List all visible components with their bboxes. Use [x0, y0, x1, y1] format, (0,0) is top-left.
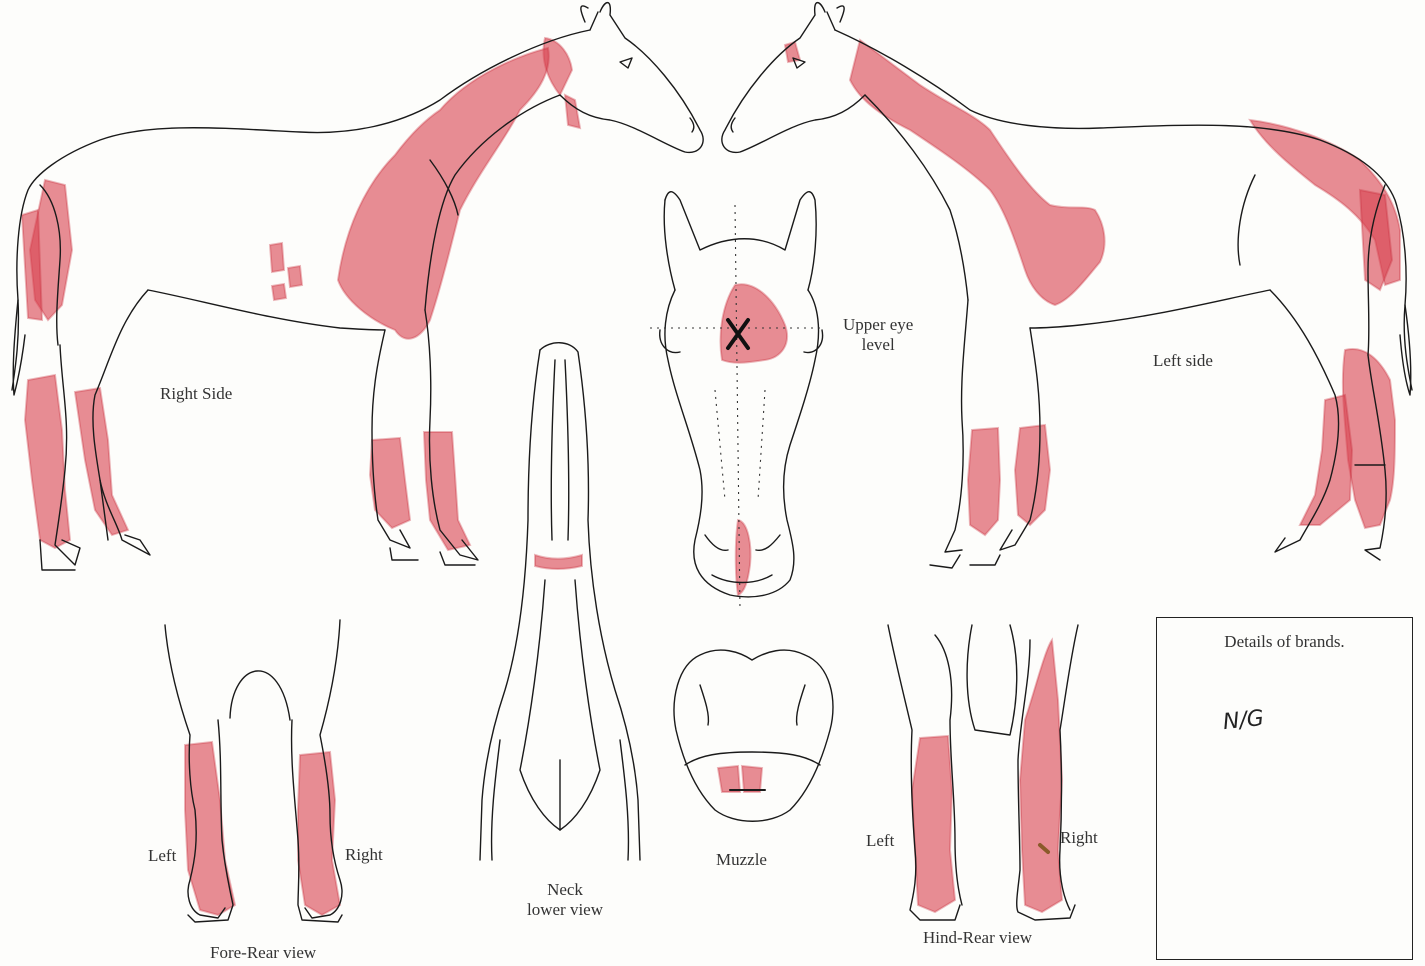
hind-rear-view — [888, 625, 1078, 920]
label-left-side: Left side — [1153, 351, 1213, 371]
label-neck-line1: Neck — [510, 880, 620, 900]
label-upper-eye-line1: Upper eye — [843, 315, 913, 335]
label-neck-lower-view: Neck lower view — [510, 880, 620, 919]
neck-lower-view — [480, 343, 640, 860]
fore-rear-view — [165, 620, 342, 922]
brands-details-box: Details of brands. N/G — [1156, 617, 1413, 960]
label-fore-rear-view: Fore-Rear view — [210, 943, 316, 963]
label-hind-right: Right — [1060, 828, 1098, 848]
label-neck-line2: lower view — [510, 900, 620, 920]
brands-note: N/G — [1222, 706, 1265, 735]
label-right-side: Right Side — [160, 384, 232, 404]
muzzle-view — [674, 650, 833, 821]
right-side-markings — [22, 38, 580, 550]
label-upper-eye-line2: level — [843, 335, 913, 355]
label-hind-rear-view: Hind-Rear view — [923, 928, 1032, 948]
left-side-horse — [722, 3, 1412, 568]
front-face — [650, 192, 825, 610]
brands-title: Details of brands. — [1157, 632, 1412, 652]
right-side-horse — [12, 3, 703, 570]
face-markings — [721, 284, 788, 595]
label-muzzle: Muzzle — [716, 850, 767, 870]
label-fore-left: Left — [148, 846, 176, 866]
label-hind-left: Left — [866, 831, 894, 851]
left-side-markings — [785, 40, 1400, 535]
label-fore-right: Right — [345, 845, 383, 865]
label-upper-eye-level: Upper eye level — [843, 315, 913, 354]
